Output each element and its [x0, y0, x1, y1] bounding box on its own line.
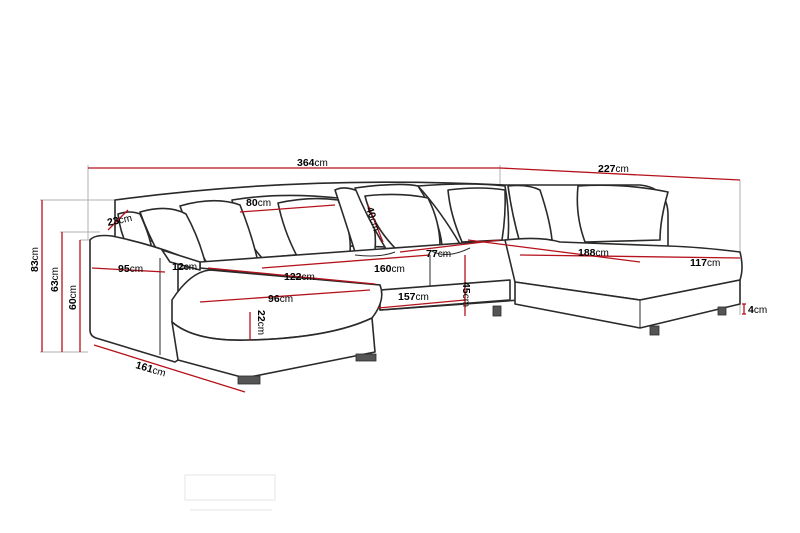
sofa-outline — [89, 181, 743, 385]
label-seat-height: 45cm — [460, 282, 472, 307]
dimension-lines — [41, 167, 741, 393]
label-arm-depth: 95cm — [118, 263, 143, 275]
dimension-labels: 364cm 227cm 83cm 63cm 60cm 161cm 95cm 12… — [29, 157, 767, 379]
label-total-height: 83cm — [29, 247, 41, 272]
label-seat-depth-mid: 77cm — [426, 248, 451, 260]
label-right-chaise: 117cm — [690, 257, 720, 269]
label-cushion-height: 22cm — [255, 310, 267, 335]
leg-height-bracket — [742, 303, 746, 315]
dim-line-back-width — [239, 204, 336, 213]
label-front-width: 157cm — [398, 291, 429, 303]
label-seat-height-side: 60cm — [67, 285, 79, 310]
dim-line-seat-width-mid — [261, 254, 431, 269]
label-chaise-length: 161cm — [134, 359, 167, 379]
dim-line-chaise-length — [93, 344, 246, 393]
label-back-width: 80cm — [246, 197, 271, 209]
label-seat-depth-left: 122cm — [284, 271, 315, 283]
dim-line-back-cushion — [107, 209, 129, 231]
dim-line-arm-depth — [91, 267, 166, 273]
label-arm-width: 12cm — [172, 261, 197, 273]
dim-line-right-chaise — [519, 254, 741, 259]
extension-lines — [40, 165, 741, 353]
dim-line-right-depth — [499, 167, 741, 181]
dim-line-back-height — [367, 204, 384, 243]
label-right-depth: 227cm — [598, 163, 629, 175]
label-back-height: 40cm — [363, 205, 382, 233]
label-total-width: 364cm — [297, 157, 328, 169]
label-back-cushion: 23cm — [106, 212, 133, 229]
label-leg-height: 4cm — [748, 304, 767, 316]
label-arm-height: 63cm — [49, 267, 61, 292]
label-seat-right: 188cm — [578, 247, 609, 259]
dim-line-seat-depth-left — [207, 267, 376, 285]
label-chaise-seat: 96cm — [268, 293, 293, 305]
label-seat-width-mid: 160cm — [374, 263, 405, 275]
floor-reflection — [184, 474, 276, 511]
dim-line-front-width — [377, 299, 466, 309]
dim-line-seat-right — [467, 239, 641, 263]
dim-line-chaise-seat — [199, 289, 371, 303]
